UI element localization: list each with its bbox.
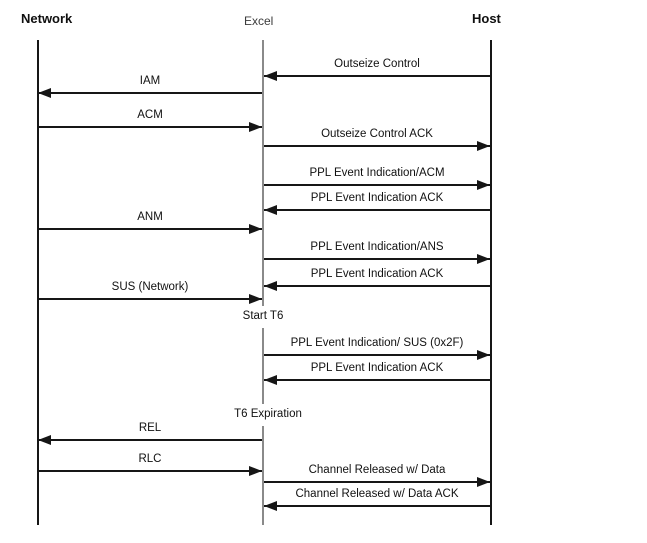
arrowhead-left-icon [38,88,51,98]
message-arrow [38,88,262,98]
message-arrow [264,350,490,360]
message-anm: ANM [38,210,262,234]
message-arrow [264,501,490,511]
message-label: PPL Event Indication/ACM [309,167,445,179]
message-acm: ACM [38,108,262,132]
message-rel: REL [38,421,262,445]
arrowhead-right-icon [249,122,262,132]
message-label: ANM [137,211,163,223]
actor-host-label: Host [472,11,501,26]
message-arrow [264,205,490,215]
message-label: PPL Event Indication ACK [310,268,444,280]
network-lifeline [37,40,39,525]
message-arrow [264,477,490,487]
message-label: PPL Event Indication/ANS [310,241,444,253]
message-arrow [264,71,490,81]
message-label: REL [138,422,162,434]
arrowhead-right-icon [477,141,490,151]
message-label: PPL Event Indication/ SUS (0x2F) [290,337,464,349]
arrowhead-right-icon [249,294,262,304]
arrowhead-left-icon [264,71,277,81]
message-label: PPL Event Indication ACK [310,362,444,374]
arrowhead-right-icon [249,224,262,234]
message-ppl-event-indication-ans: PPL Event Indication/ANS [264,240,490,264]
arrowhead-left-icon [38,435,51,445]
annotation-start-t6: Start T6 [237,306,289,328]
message-ppl-event-indication-ack-3: PPL Event Indication ACK [264,361,490,385]
message-label: ACM [137,109,163,121]
actor-excel-label: Excel [244,14,274,28]
message-label: Channel Released w/ Data [308,464,446,476]
arrowhead-left-icon [264,501,277,511]
message-arrow [38,224,262,234]
message-label: PPL Event Indication ACK [310,192,444,204]
actor-network-label: Network [21,11,73,26]
annotation-t6-expiration: T6 Expiration [229,404,307,426]
arrowhead-right-icon [477,180,490,190]
message-ppl-event-indication-sus: PPL Event Indication/ SUS (0x2F) [264,336,490,360]
arrowhead-right-icon [477,477,490,487]
message-label: RLC [138,453,162,465]
message-arrow [38,294,262,304]
message-outseize-control-ack: Outseize Control ACK [264,127,490,151]
message-label: Channel Released w/ Data ACK [295,488,459,500]
arrowhead-left-icon [264,281,277,291]
message-arrow [264,180,490,190]
arrowhead-right-icon [477,350,490,360]
message-outseize-control: Outseize Control [264,57,490,81]
message-iam: IAM [38,74,262,98]
message-label: Outseize Control ACK [321,128,433,140]
message-ppl-event-indication-ack-1: PPL Event Indication ACK [264,191,490,215]
message-label: IAM [139,75,161,87]
message-channel-released-w-data: Channel Released w/ Data [264,463,490,487]
arrowhead-left-icon [264,205,277,215]
arrowhead-right-icon [249,466,262,476]
message-rlc: RLC [38,452,262,476]
arrowhead-left-icon [264,375,277,385]
message-label: SUS (Network) [111,281,189,293]
message-ppl-event-indication-acm: PPL Event Indication/ACM [264,166,490,190]
message-channel-released-w-data-ack: Channel Released w/ Data ACK [264,487,490,511]
message-arrow [264,375,490,385]
message-sus-network: SUS (Network) [38,280,262,304]
message-ppl-event-indication-ack-2: PPL Event Indication ACK [264,267,490,291]
message-arrow [264,281,490,291]
message-arrow [264,141,490,151]
message-arrow [38,435,262,445]
host-lifeline [490,40,492,525]
message-arrow [38,122,262,132]
excel-lifeline [262,40,264,525]
arrowhead-right-icon [477,254,490,264]
message-arrow [38,466,262,476]
message-label: Outseize Control [334,58,420,70]
message-arrow [264,254,490,264]
